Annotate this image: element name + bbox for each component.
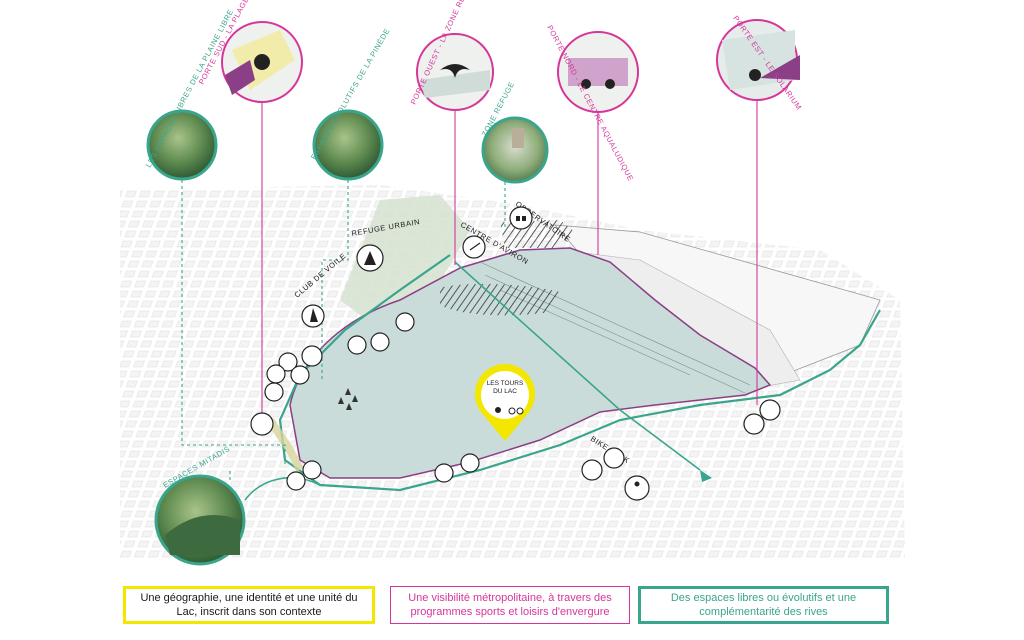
cheers-icon [460,453,480,473]
porte-circle-nord [557,31,639,113]
swim-icon [301,345,323,367]
porte-connectors [261,100,758,420]
bar-icon [759,399,781,421]
legend-green-text: Des espaces libres ou évolutifs et une c… [670,592,857,618]
football-icon [290,365,310,385]
fireworks-icon [434,463,454,483]
legend-pink-box: Une visibilité métropolitaine, à travers… [390,586,630,624]
legend-yellow-box: Une géographie, une identité et une unit… [123,586,375,624]
tours-du-lac-pin: LES TOURS DU LAC [475,364,536,441]
bench-icon [286,471,306,491]
shower-icon-1 [370,332,390,352]
photo-circle-plaine [146,109,218,181]
solarium-icon [743,413,765,435]
sunbath-icon [302,460,322,480]
porte-circle-ouest [416,33,494,111]
lifeguard-icon [347,335,367,355]
drinks-icon [250,412,274,436]
tours-du-lac-line2: DU LAC [493,388,517,395]
photo-circle-mitadis [154,474,246,566]
porte-circle-sud [221,21,303,103]
photo-connectors [181,180,506,480]
legend-yellow-text: Une géographie, une identité et une unit… [140,592,358,618]
fishing-icon [624,475,650,501]
fitness-icon [264,382,284,402]
legend-green-box: Des espaces libres ou évolutifs et une c… [638,586,889,624]
swing-icon [581,459,603,481]
running-icon [278,352,298,372]
lake-trees [338,388,358,410]
legend-pink-text: Une visibilité métropolitaine, à travers… [408,592,612,618]
porte-circle-est [716,19,800,101]
bike-icon [603,447,625,469]
picnic-icon [266,364,286,384]
binoculars-icon [509,206,533,230]
photo-circle-zone-refuge [481,116,549,184]
tours-du-lac-line1: LES TOURS [487,380,524,387]
photo-circle-pinede [312,109,384,181]
map-icons [250,206,781,501]
shower-icon-2 [395,312,415,332]
icon-glyphs [310,216,640,487]
